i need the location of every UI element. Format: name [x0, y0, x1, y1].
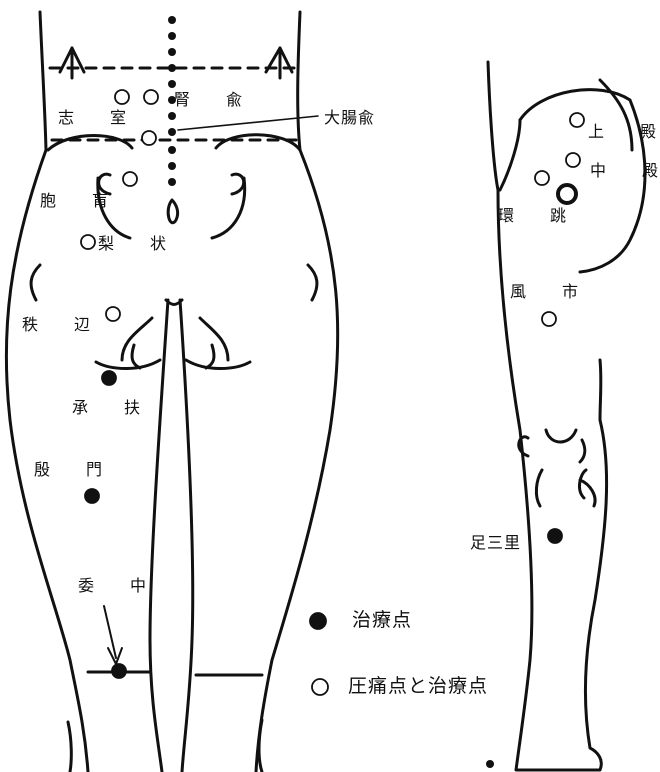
label-chuden: 中 殿: [590, 163, 660, 179]
tender-point-marker: [535, 171, 549, 185]
spine-dot: [168, 178, 176, 186]
spine-dot: [168, 112, 176, 120]
label-daichoyu: 大腸兪: [324, 110, 375, 126]
tender-point-marker: [144, 90, 158, 104]
tender-point-marker: [542, 312, 556, 326]
kanchou-ring: [558, 185, 576, 203]
label-ashisanri: 足三里: [470, 535, 521, 551]
spine-dot: [168, 128, 176, 136]
spine-dot: [168, 80, 176, 88]
label-ichu: 委 中: [78, 578, 156, 594]
tender-point-marker: [570, 113, 584, 127]
label-jinyu: 腎 兪: [174, 92, 252, 108]
label-kancho: 環 跳: [498, 208, 576, 224]
spine-dot: [168, 48, 176, 56]
tender-point-marker: [106, 307, 120, 321]
spine-dot: [168, 16, 176, 24]
tender-point-marker: [566, 153, 580, 167]
back-view-outline: [6, 12, 337, 772]
side-view-points: [535, 113, 584, 543]
spine-dot: [168, 146, 176, 154]
treatment-point-marker: [85, 489, 99, 503]
legend-treatment-label: 治療点: [352, 611, 412, 630]
spine-dot: [168, 162, 176, 170]
treatment-point-marker: [102, 371, 116, 385]
label-shofu: 承 扶: [72, 400, 150, 416]
tender-point-marker: [115, 90, 129, 104]
legend-tender-marker: [312, 679, 328, 695]
label-shishitsu: 志 室: [58, 110, 136, 126]
label-inmon: 殷 門: [34, 462, 112, 478]
treatment-point-marker: [112, 664, 126, 678]
legend-treatment-marker: [310, 613, 326, 629]
legend-tender-label: 圧痛点と治療点: [348, 677, 488, 696]
label-fushi: 風 市: [510, 284, 588, 300]
legend-markers: [310, 613, 328, 695]
label-rijo: 梨 状: [98, 236, 176, 252]
heel-mark: [486, 760, 494, 768]
tender-point-marker: [81, 235, 95, 249]
treatment-point-marker: [548, 529, 562, 543]
tender-point-marker: [142, 131, 156, 145]
label-joden: 上 殿: [588, 124, 660, 140]
spine-dot: [168, 64, 176, 72]
label-chippen: 秩 辺: [22, 317, 100, 333]
tender-point-marker: [123, 172, 137, 186]
spine-dot: [168, 32, 176, 40]
label-hoko: 胞 肓: [40, 193, 118, 209]
